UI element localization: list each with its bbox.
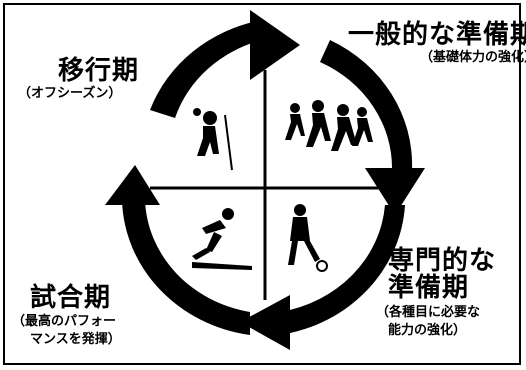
arrow-right [320, 40, 413, 170]
specific-prep-title-1: 専門的な [388, 246, 497, 276]
arrow-top [150, 20, 262, 118]
label-general-prep: 一般的な準備期 （基礎体力の強化） [348, 20, 526, 66]
runners-group-icon [285, 100, 373, 151]
arrow-bottom-head [240, 295, 290, 350]
general-prep-sub: （基礎体力の強化） [420, 50, 526, 66]
competition-sub-1: （最高のパフォー [12, 314, 117, 330]
specific-prep-title-2: 準備期 [388, 273, 470, 304]
diagram-frame [3, 3, 521, 365]
cycle-arrows [105, 10, 425, 350]
specific-prep-sub-2: 能力の強化） [388, 322, 467, 338]
arrow-left-head [105, 165, 160, 205]
label-transition: 移行期 （オフシーズン） [18, 56, 140, 101]
arrow-bottom [280, 205, 405, 335]
soccer-player-icon [288, 204, 328, 272]
hiker-skier-icon [193, 108, 233, 171]
label-competition: 試合期 （最高のパフォー マンスを発揮） [12, 283, 121, 347]
transition-sub: （オフシーズン） [18, 86, 122, 102]
competition-sub-2: マンスを発揮） [30, 331, 121, 347]
competition-title: 試合期 [30, 283, 112, 313]
label-specific-prep: 専門的な 準備期 （各種目に必要な 能力の強化） [376, 246, 497, 339]
baseball-slide-icon [192, 208, 252, 270]
general-prep-title: 一般的な準備期 [348, 20, 526, 50]
transition-title: 移行期 [58, 56, 140, 86]
arrow-top-head [250, 10, 300, 80]
specific-prep-sub-1: （各種目に必要な [376, 304, 481, 320]
arrow-right-head [365, 168, 425, 215]
arrow-left [122, 200, 250, 335]
